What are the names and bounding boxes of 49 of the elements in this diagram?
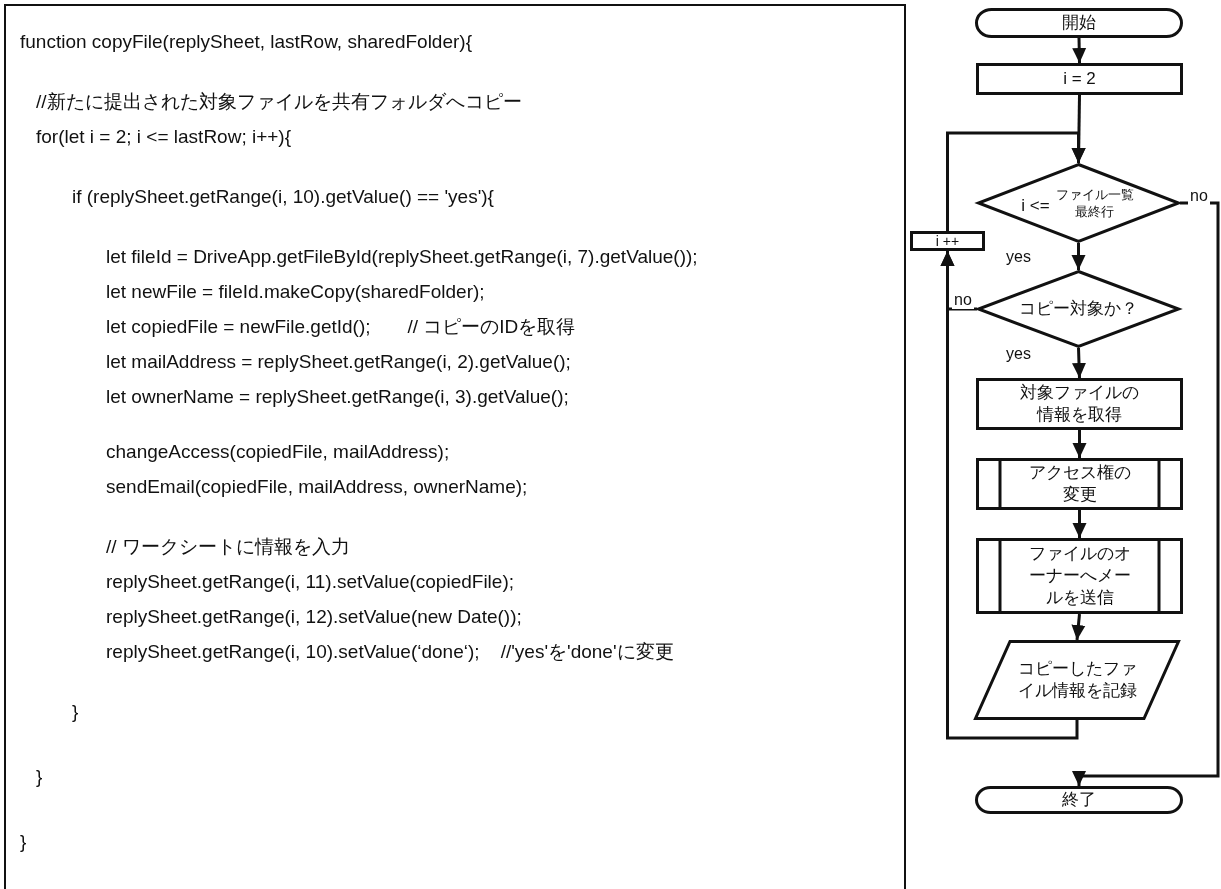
node-label: 対象ファイルの情報を取得 [1019, 382, 1140, 426]
code-line: if (replySheet.getRange(i, 10).getValue() == 'yes'){ [72, 185, 494, 209]
code-line: for(let i = 2; i <= lastRow; i++){ [36, 125, 292, 149]
code-line: replySheet.getRange(i, 10).setValue(‘done‘); //'yes'を'done'に変更 [106, 640, 674, 664]
data-parallelogram [974, 640, 1180, 720]
arrow [1072, 430, 1087, 458]
node-label: コピーしたファイル情報を記録 [1016, 658, 1138, 702]
code-line: let mailAddress = replySheet.getRange(i, 2).getValue(); [106, 350, 571, 374]
process-box [976, 378, 1183, 430]
node-label: i ++ [935, 233, 960, 249]
process-box [976, 63, 1183, 95]
node-label: 開始 [1062, 12, 1096, 34]
code-line: changeAccess(copiedFile, mailAddress); [106, 440, 450, 464]
arrow [1072, 347, 1086, 379]
code-line: function copyFile(replySheet, lastRow, sharedFolder){ [20, 30, 472, 54]
node-label: ファイル一覧最終行 [1054, 186, 1135, 220]
code-line: // ワークシートに情報を入力 [106, 535, 350, 559]
code-line: } [36, 765, 43, 789]
process-box [910, 231, 985, 251]
predefined-process-box [976, 538, 1183, 614]
code-line: let ownerName = replySheet.getRange(i, 3).getValue(); [106, 385, 569, 409]
arrow [1071, 243, 1086, 270]
arrow [1072, 201, 1220, 786]
code-line: } [20, 830, 27, 854]
code-line: sendEmail(copiedFile, mailAddress, ownerName); [106, 475, 528, 499]
arrow [940, 251, 1079, 740]
node-label: i <= [1021, 195, 1050, 217]
decision-diamond [977, 163, 1180, 243]
terminal-shape [975, 786, 1183, 814]
terminal-shape [975, 8, 1183, 38]
node-label: コピー対象か？ [1019, 298, 1138, 320]
predefined-process-box [976, 458, 1183, 510]
node-label: i = 2 [1063, 68, 1096, 90]
node-label: アクセス権の変更 [1027, 462, 1132, 506]
code-line: //新たに提出された対象ファイルを共有フォルダへコピー [36, 90, 522, 114]
node-label: 終了 [1062, 789, 1096, 811]
arrow [1072, 37, 1087, 64]
code-line: } [72, 700, 79, 724]
code-panel [4, 4, 906, 889]
node-label: ファイルのオーナーへメールを送信 [1027, 543, 1132, 609]
code-line: let copiedFile = newFile.getId(); // コピーのIDを取得 [106, 315, 576, 339]
code-line: replySheet.getRange(i, 11).setValue(copiedFile); [106, 570, 515, 594]
arrow [1072, 510, 1087, 538]
code-line: replySheet.getRange(i, 12).setValue(new Date()); [106, 605, 522, 629]
arrow [946, 131, 1086, 231]
decision-diamond [977, 270, 1180, 348]
code-line: let fileId = DriveApp.getFileById(replySheet.getRange(i, 7).getValue()); [106, 245, 698, 269]
arrow [1071, 613, 1086, 641]
code-line: let newFile = fileId.makeCopy(sharedFolder); [106, 280, 485, 304]
